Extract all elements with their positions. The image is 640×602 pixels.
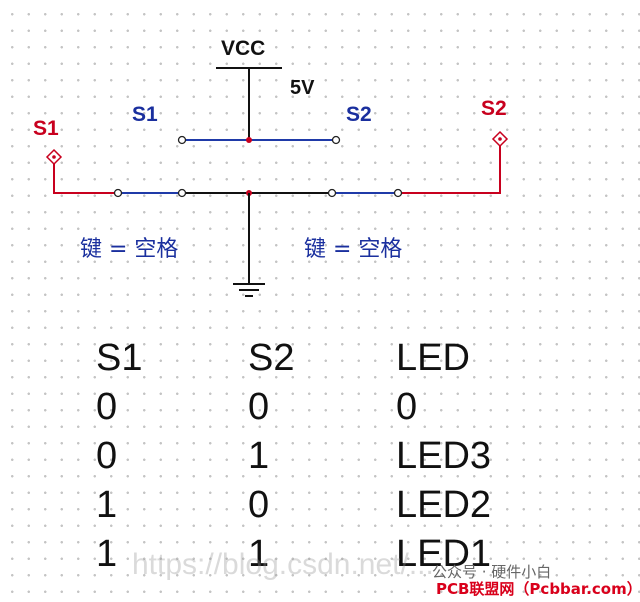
cell-s1: 0 [96,386,118,428]
s1-switch-label: S1 [132,103,158,126]
table-row: 1 1 LED1 [96,530,536,579]
lower-contact-1 [113,188,123,198]
cell-led: 0 [396,386,418,428]
watermark-text: https://blog.csdn.net/... [132,548,434,581]
lower-contact-3 [327,188,337,198]
cell-s2: 1 [248,533,270,575]
lower-contact-4 [393,188,403,198]
lower-contact-2 [177,188,187,198]
header-led: LED [396,337,470,379]
s1-key-label: 键 = 空格 [80,237,178,262]
s2-switch-label: S2 [346,103,372,126]
upper-left-contact [177,135,187,145]
truth-table: S1 S2 LED 0 0 0 0 1 LED3 1 0 LED2 1 1 LE… [96,334,536,579]
voltage-label: 5V [290,77,315,99]
cell-s2: 1 [248,435,270,477]
circuit-schematic: VCC 5V S1 S2 S1 S2 键 = 空格 键 = 空格 [33,37,509,297]
cell-led: LED1 [396,533,492,575]
upper-right-contact [331,135,341,145]
table-row: 0 0 0 [96,383,536,432]
s1-probe-icon [45,148,63,166]
s2-probe-wire [400,145,501,194]
upper-junction [246,137,252,143]
cell-s1: 1 [96,533,118,575]
s2-probe-label: S2 [481,97,507,120]
cell-s2: 0 [248,484,270,526]
s2-key-label: 键 = 空格 [304,237,402,262]
cell-led: LED3 [396,435,492,477]
header-s1: S1 [96,337,143,379]
wechat-account-label: 公众号 · 硬件小白 [432,563,552,581]
s2-probe-icon [491,130,509,148]
header-s2: S2 [248,337,295,379]
s1-probe-wire [53,163,116,194]
table-row: 0 1 LED3 [96,432,536,481]
cell-s1: 1 [96,484,118,526]
table-row: 1 0 LED2 [96,481,536,530]
cell-led: LED2 [396,484,492,526]
cell-s2: 0 [248,386,270,428]
vcc-label: VCC [221,37,265,60]
truth-table-header-row: S1 S2 LED [96,334,536,383]
cell-s1: 0 [96,435,118,477]
brand-label: PCB联盟网（Pcbbar.com） [436,580,640,598]
s1-probe-label: S1 [33,117,59,140]
